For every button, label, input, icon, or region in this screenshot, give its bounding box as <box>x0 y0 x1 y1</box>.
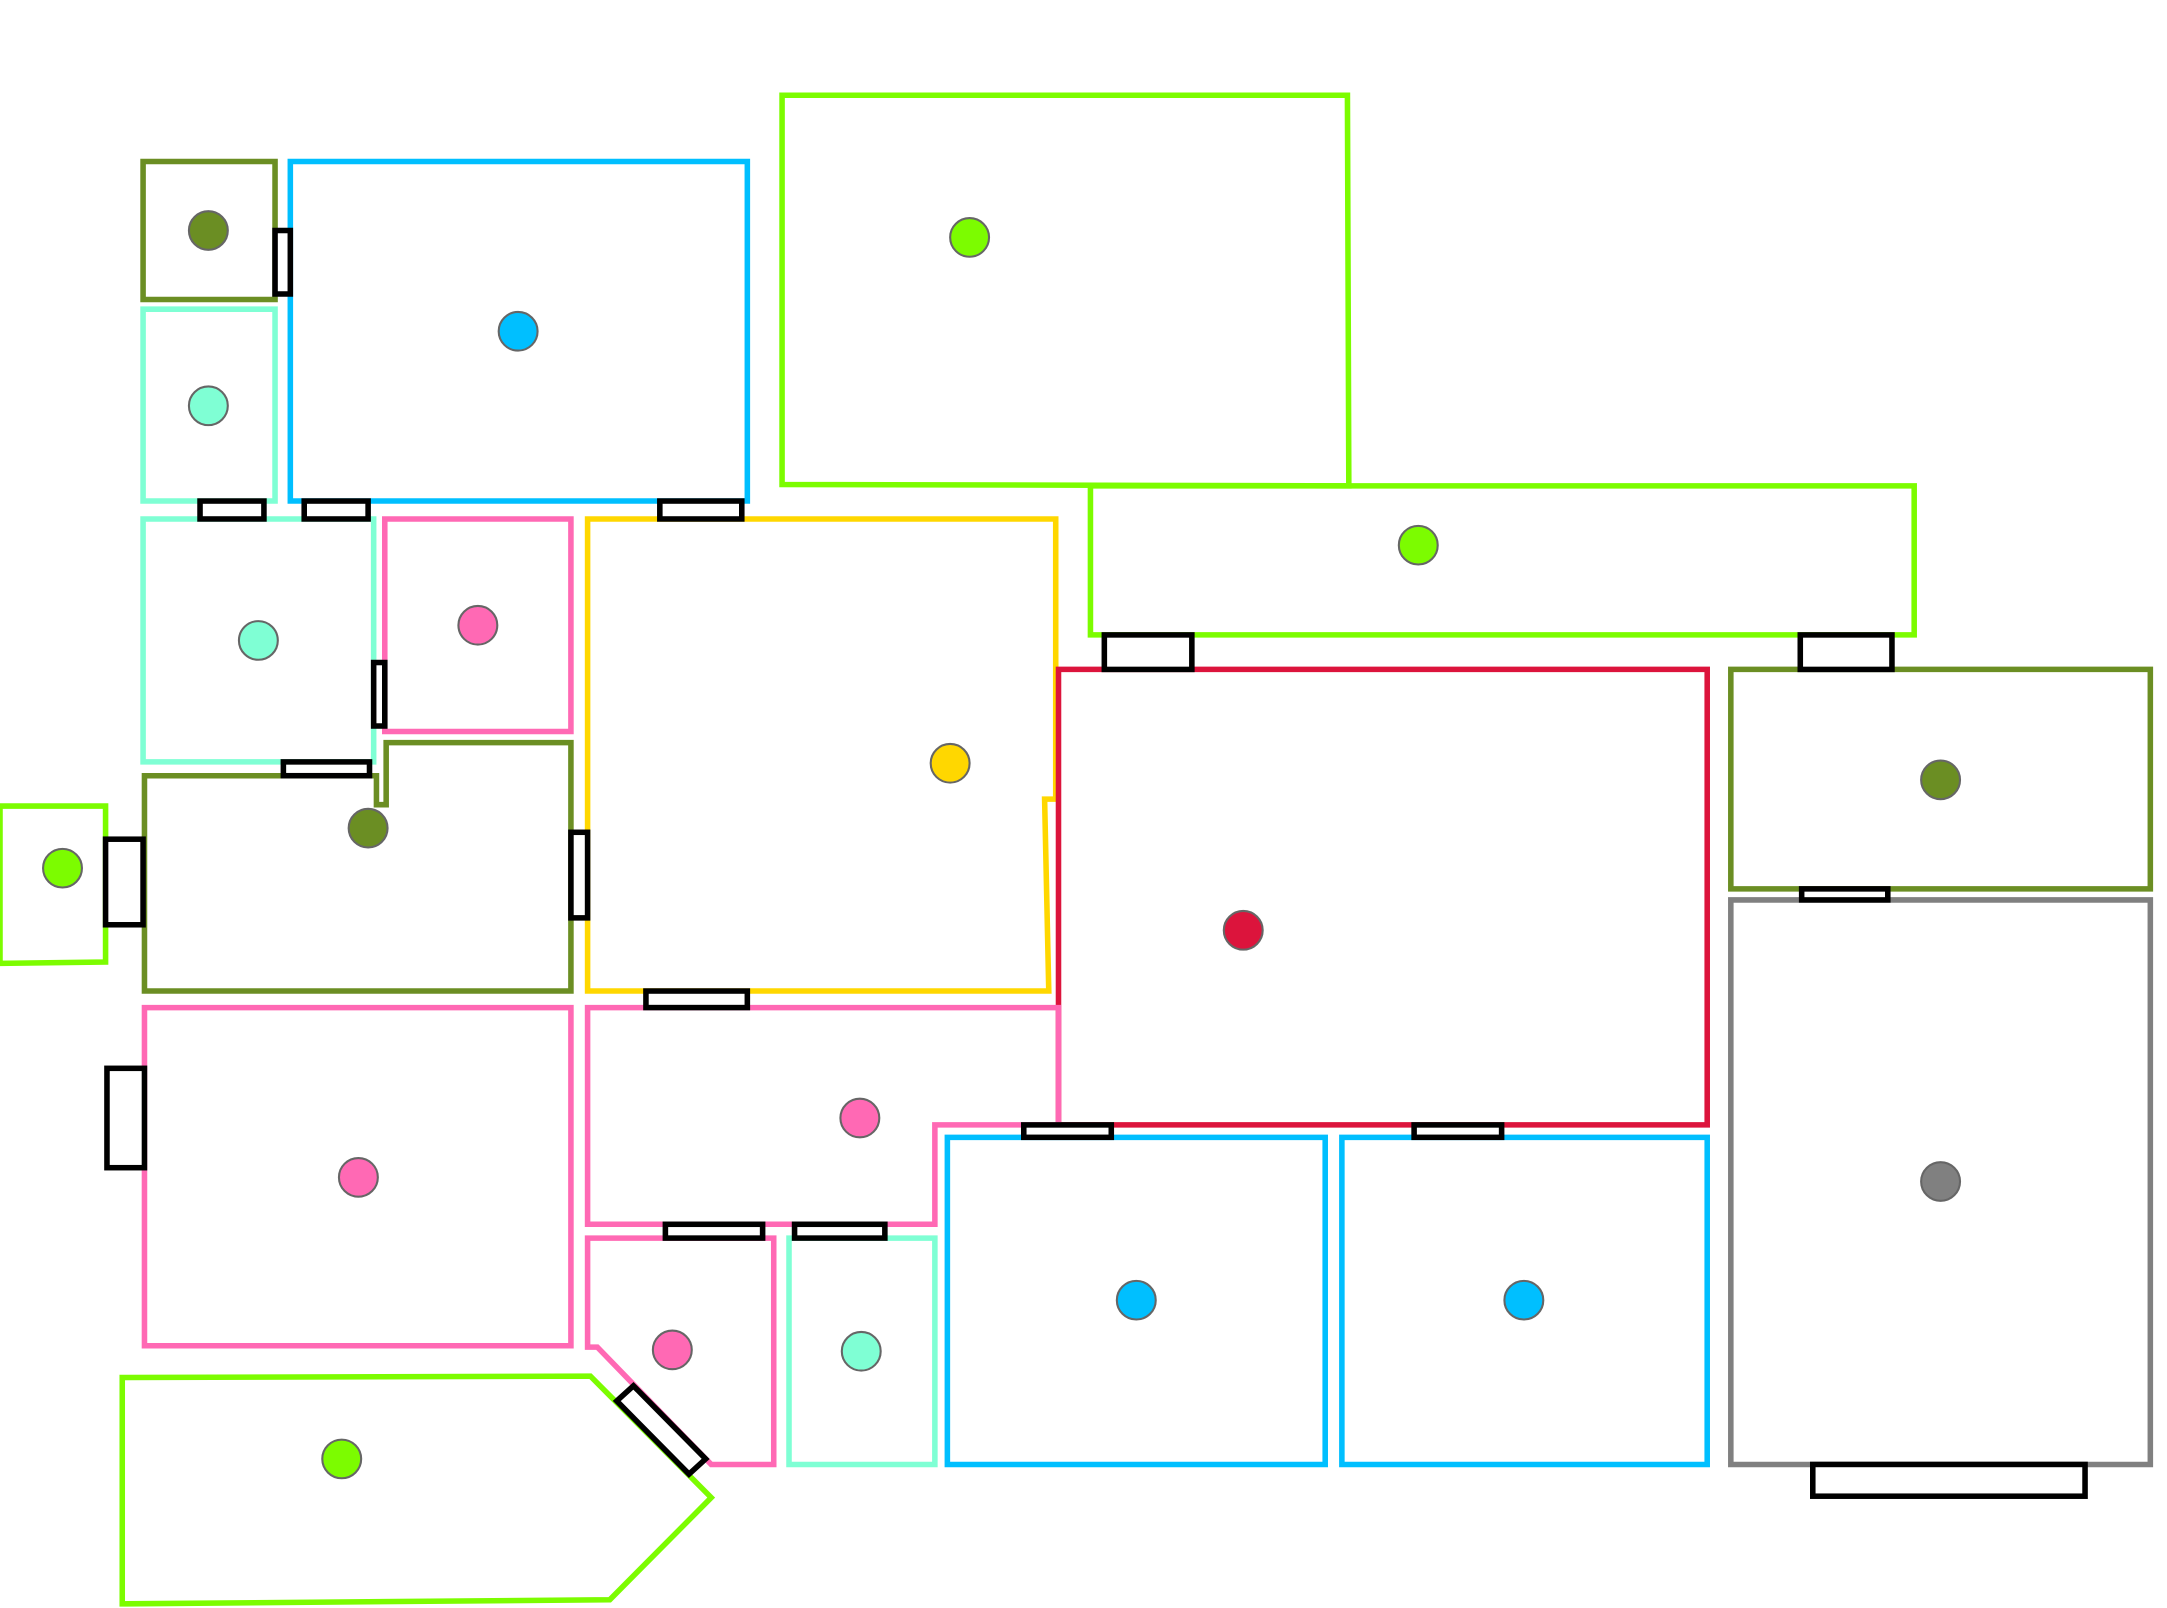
door <box>612 1381 710 1478</box>
room-outline <box>1087 483 1917 638</box>
room-marker <box>237 620 279 661</box>
room-outline <box>584 1004 1062 1228</box>
room-marker <box>187 385 229 427</box>
room-outline <box>779 92 1352 489</box>
doors <box>102 227 2088 1499</box>
door <box>370 659 388 729</box>
door <box>301 498 371 522</box>
door <box>662 1221 766 1241</box>
room-marker <box>1397 524 1439 566</box>
door <box>272 227 294 297</box>
room-marker <box>1503 1279 1545 1321</box>
room-marker <box>42 847 83 889</box>
door <box>1810 1461 2088 1499</box>
door <box>197 498 267 522</box>
room-marker <box>347 807 389 849</box>
door <box>657 498 745 522</box>
door <box>568 829 591 921</box>
room-marker <box>321 1438 363 1480</box>
room-marker <box>497 310 539 352</box>
room-outline <box>584 1235 777 1468</box>
room-outline <box>1055 666 1710 1128</box>
room-outline <box>119 1373 716 1607</box>
door <box>791 1221 888 1241</box>
room-marker <box>651 1329 693 1371</box>
room-outlines <box>0 92 2154 1607</box>
room-marker <box>1222 909 1264 951</box>
room-marker <box>839 1097 881 1139</box>
room-outline <box>287 158 751 504</box>
room-marker <box>949 217 991 258</box>
room-outline <box>141 1004 574 1349</box>
room-marker <box>1920 1161 1962 1202</box>
room-outline <box>1339 1134 1710 1468</box>
room-marker <box>457 604 499 646</box>
door <box>102 836 146 928</box>
room-outline <box>584 516 1059 994</box>
room-outline <box>1728 897 2154 1468</box>
room-outline <box>944 1134 1328 1468</box>
room-outline <box>0 803 109 967</box>
room-outline <box>141 739 574 994</box>
door <box>1798 886 1891 903</box>
room-marker <box>1920 759 1962 801</box>
door <box>1020 1122 1115 1141</box>
room-marker <box>840 1330 882 1372</box>
door <box>643 988 751 1011</box>
room-marker <box>187 210 229 251</box>
door <box>280 759 373 779</box>
room-outline <box>140 306 278 504</box>
door <box>1797 632 1895 673</box>
room-outline <box>1728 666 2154 892</box>
room-outline <box>140 516 377 765</box>
door <box>104 1065 148 1171</box>
room-markers <box>42 210 1962 1480</box>
room-outline <box>140 158 278 303</box>
door <box>1101 632 1195 673</box>
room-marker <box>929 742 971 784</box>
room-marker <box>337 1157 379 1198</box>
room-marker <box>1115 1279 1157 1321</box>
door <box>1411 1122 1505 1141</box>
